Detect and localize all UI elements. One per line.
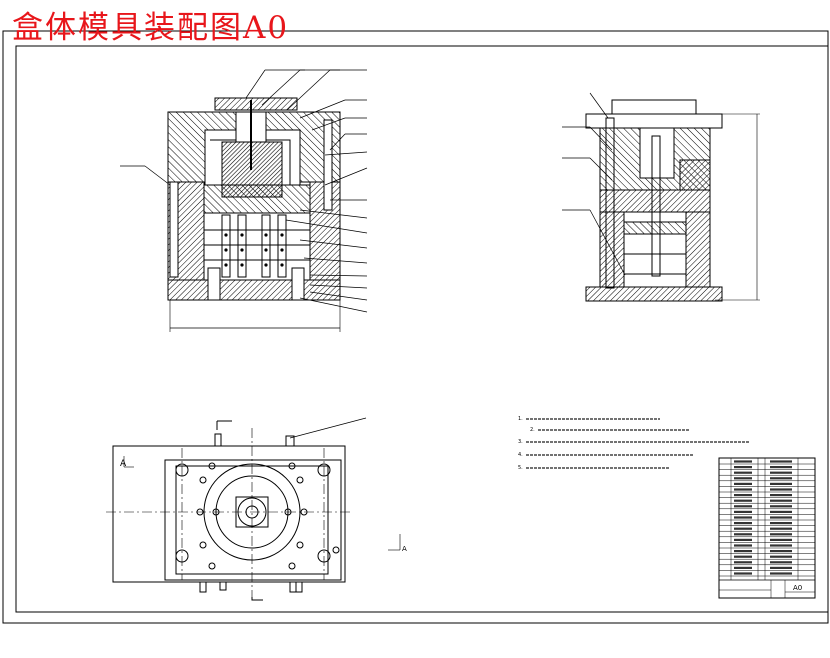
top-clamp-plate [214,97,298,111]
technical-notes: 1. 2. 3. 4. 5. [518,416,750,471]
section-marker-a-top: A [120,459,127,469]
plan-view: A A [106,417,407,601]
tech-note-2: 2. [530,427,535,433]
inner-border [15,45,829,613]
drawing-title: 盒体模具装配图A0 [12,10,290,46]
side-section-view [562,92,760,302]
tech-note-5: 5. [518,465,523,471]
title-block: A0 [718,457,816,599]
sheet-size: A0 [793,584,802,592]
front-section-view [120,69,368,332]
tech-note-4: 4. [518,452,523,458]
tech-note-3: 3. [518,439,523,445]
section-marker-a-right: A [402,545,407,553]
tech-note-1: 1. [518,416,523,422]
